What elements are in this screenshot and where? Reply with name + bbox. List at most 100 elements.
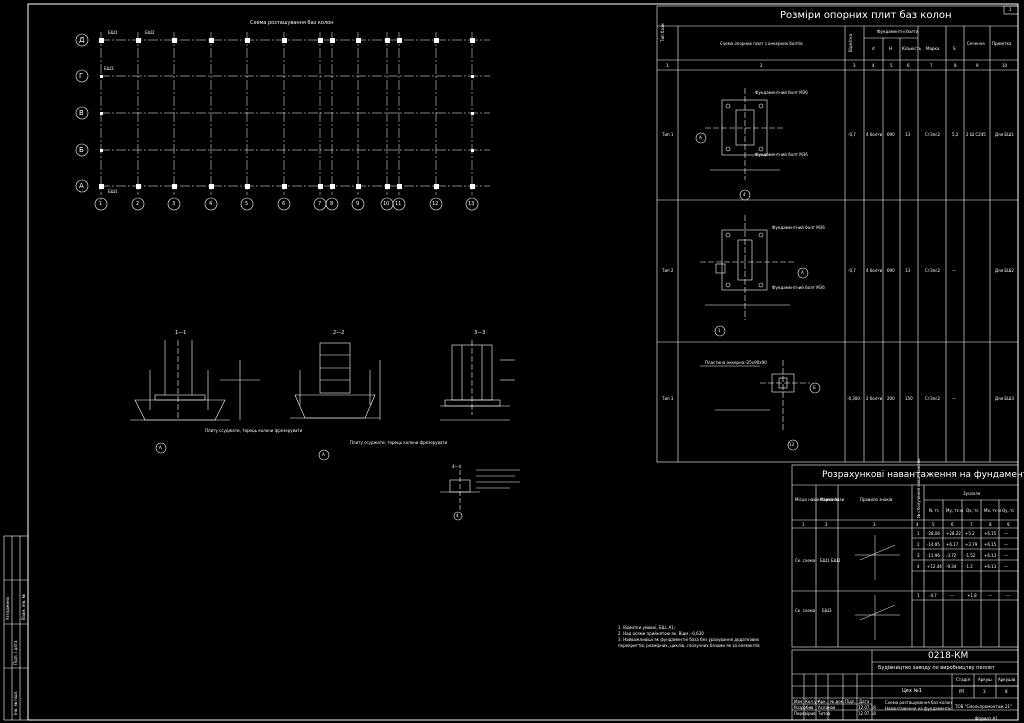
plate-note: Для БШ3 bbox=[995, 396, 1014, 401]
note-line: 1. Відмітки умовні, БШ, А1; bbox=[618, 625, 676, 630]
plate-h: 690 bbox=[887, 132, 895, 137]
base-mark-label: БШ2 bbox=[145, 30, 155, 35]
load-cell: -1.52 bbox=[965, 553, 976, 558]
section-2-2 bbox=[290, 342, 381, 461]
tb-date: 12.07.18 bbox=[858, 711, 876, 716]
tb-hdr: Дата bbox=[859, 699, 870, 704]
tb-hdr: Арк. bbox=[818, 699, 827, 704]
tb-date: 12.07.18 bbox=[858, 705, 876, 710]
side-stamp-label: Підп. і дата bbox=[13, 640, 18, 665]
col-number: 9 bbox=[976, 63, 979, 68]
col-label: 4 bbox=[209, 201, 213, 207]
tb-name: Асланов bbox=[818, 705, 836, 710]
plate-type: Тип 3 bbox=[662, 396, 674, 401]
col-number: 3 bbox=[873, 522, 876, 527]
bolt-label: Фундаментний болт М36 bbox=[772, 285, 825, 290]
axis-label: 1 bbox=[718, 328, 721, 333]
base-mark-label: БШ3 bbox=[104, 66, 114, 71]
project-name: Будівництво заводу по виробництву пеллет bbox=[878, 665, 995, 671]
col-label: 2 bbox=[136, 201, 140, 207]
load-cell: 3 bbox=[917, 553, 920, 558]
header-cell: Фундаментні болти bbox=[877, 29, 919, 34]
sheet-value: 3 bbox=[983, 689, 986, 694]
sheet-desc: Навантаження на фундаменти bbox=[885, 706, 951, 711]
header-cell: Кількість bbox=[902, 46, 922, 51]
load-cell: -9.34 bbox=[946, 564, 957, 569]
axis-label: 4 bbox=[456, 513, 459, 518]
base-markers bbox=[99, 38, 475, 189]
header-cell: d bbox=[872, 46, 875, 51]
col-label: 3 bbox=[172, 201, 176, 207]
base-mark-label: БШ1 bbox=[108, 30, 118, 35]
load-cell: -28.06 bbox=[927, 531, 940, 536]
load-cell: -4.7 bbox=[929, 593, 937, 598]
load-cell: -3.72 bbox=[946, 553, 957, 558]
sheets-header: Аркушів bbox=[998, 677, 1016, 682]
col-number: 5 bbox=[890, 63, 893, 68]
axis-label: А bbox=[699, 135, 702, 140]
load-cell: +6.13 bbox=[984, 564, 997, 569]
section-3-3 bbox=[440, 340, 515, 421]
tb-hdr: Кол.уч bbox=[805, 699, 819, 704]
header-cell: Відмітка bbox=[848, 34, 853, 52]
base-mark-label: БШ1 bbox=[108, 189, 118, 194]
load-cell: -14.95 bbox=[927, 542, 940, 547]
sheet-desc: Схема розташування баз колон bbox=[885, 700, 952, 705]
sheet-frame bbox=[27, 3, 1019, 721]
col-label: 5 bbox=[245, 201, 249, 207]
plate-note: Для БШ1 bbox=[995, 132, 1014, 137]
header-cell: Марка bbox=[926, 46, 940, 51]
header-cell: Примітка bbox=[992, 41, 1012, 46]
stage-header: Стадія bbox=[956, 677, 970, 682]
load-place: Ск. схема bbox=[795, 608, 816, 613]
section-label: 4—4 bbox=[452, 464, 462, 469]
axis-label: 4 bbox=[743, 192, 746, 197]
section-4-4 bbox=[440, 469, 520, 521]
tb-hdr: Підп. bbox=[845, 699, 856, 704]
plate-s: — bbox=[952, 268, 956, 273]
axis-label: А bbox=[801, 270, 804, 275]
header-cell: My, тс·м bbox=[946, 508, 964, 513]
col-label: 9 bbox=[356, 201, 360, 207]
note-line: 3. Найважливіші як фундаментні база без … bbox=[618, 637, 760, 642]
object-name: Цех №1 bbox=[902, 688, 922, 694]
side-stamp-label: Інв. № підл. bbox=[13, 690, 18, 715]
load-cell: +6.13 bbox=[984, 553, 997, 558]
section-1-1 bbox=[130, 340, 260, 454]
load-cell: -11.96 bbox=[927, 553, 940, 558]
plate-s: 5,2 bbox=[952, 132, 959, 137]
row-label: А bbox=[79, 182, 84, 190]
tb-hdr: № док. bbox=[830, 699, 845, 704]
base-layout-plan bbox=[100, 32, 490, 200]
header-cell: Тип бази bbox=[660, 23, 665, 42]
plate-n: 13 bbox=[905, 268, 911, 273]
tb-role: Розробив bbox=[794, 705, 814, 710]
col-number: 3 bbox=[853, 63, 856, 68]
plate-bolts: 4 болти bbox=[866, 268, 883, 273]
note-line: перекриттів, розмірних, циклів, сполучни… bbox=[618, 643, 760, 648]
row-label: Д bbox=[79, 36, 85, 44]
load-cell: +6.15 bbox=[984, 531, 997, 536]
plate-elev: -0,300 bbox=[847, 396, 860, 401]
header-cell: Місце навантаження bbox=[795, 497, 840, 502]
col-number: 2 bbox=[825, 522, 828, 527]
header-cell: Qx, тс bbox=[966, 508, 979, 513]
sheet-header: Аркуш bbox=[978, 677, 992, 682]
load-cell: 2 bbox=[917, 542, 920, 547]
header-cell: Зусилля bbox=[963, 491, 981, 496]
header-cell: Правило знаків bbox=[860, 497, 893, 502]
load-cell: 4 bbox=[917, 564, 920, 569]
load-place: Ск. схема bbox=[795, 558, 816, 563]
title-block-grid bbox=[791, 649, 1019, 721]
col-number: 1 bbox=[666, 63, 669, 68]
col-label: 12 bbox=[432, 201, 439, 207]
side-stamp-label: Узгоджено bbox=[5, 596, 10, 620]
col-label: 1 bbox=[99, 201, 103, 207]
row-label: Г bbox=[79, 72, 84, 80]
load-cell: — bbox=[988, 593, 992, 598]
sheets-value: 8 bbox=[1005, 689, 1008, 694]
col-number: 1 bbox=[802, 522, 805, 527]
load-cell: -1.2 bbox=[965, 564, 973, 569]
load-mark: БШ1 БШ2 bbox=[820, 558, 841, 563]
